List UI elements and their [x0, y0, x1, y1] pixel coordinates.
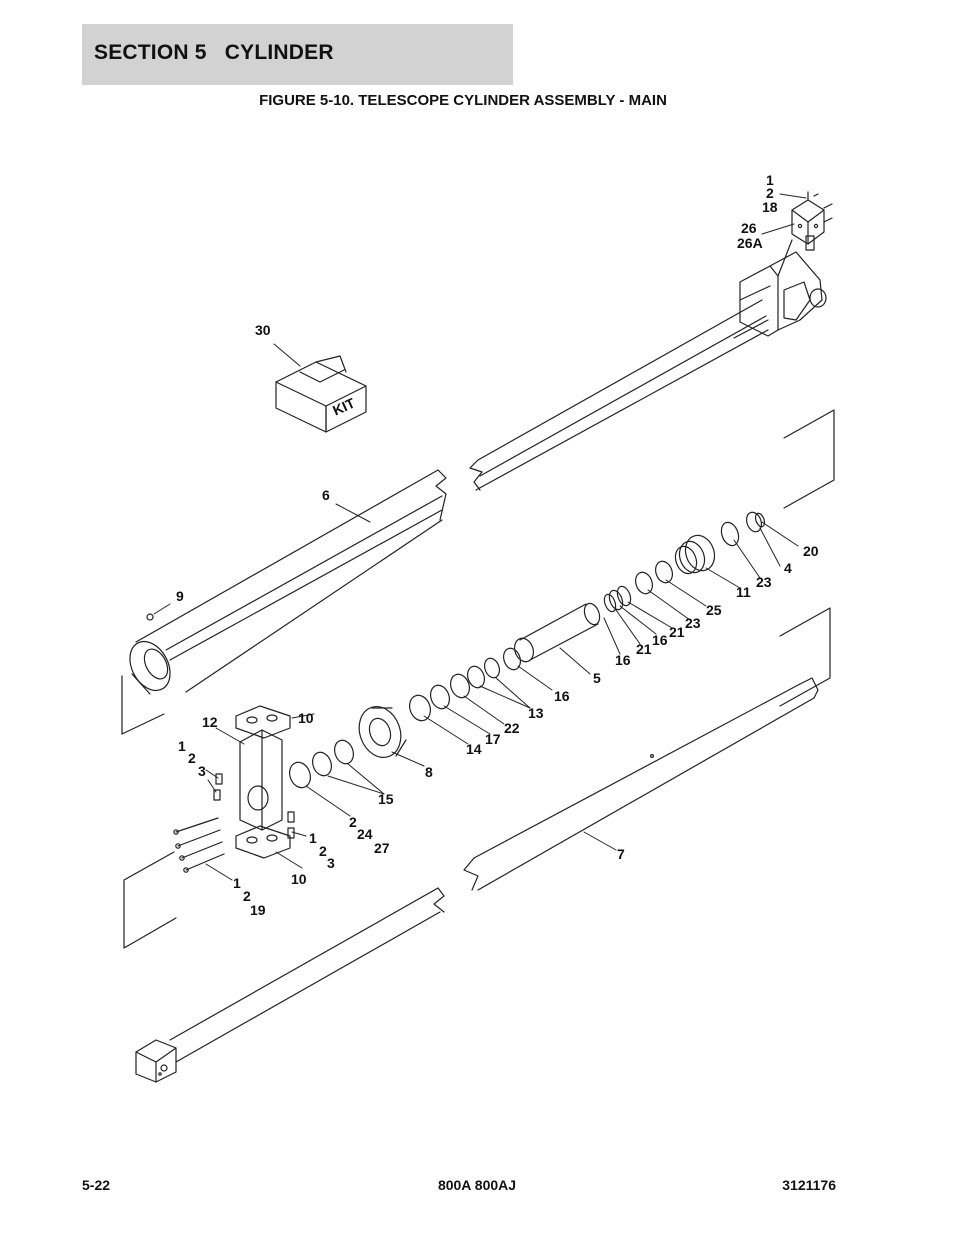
- seal-rings: [289, 511, 766, 789]
- callout-21: 21: [636, 641, 652, 657]
- callout-2: 2: [243, 888, 251, 904]
- callout-17: 17: [485, 731, 501, 747]
- figure-title: FIGURE 5-10. TELESCOPE CYLINDER ASSEMBLY…: [259, 92, 667, 109]
- footer-page-number: 5-22: [82, 1177, 111, 1193]
- barrel-upper: [469, 251, 827, 491]
- callout-23: 23: [756, 574, 772, 590]
- callout-3: 3: [327, 855, 335, 871]
- callout-2: 2: [349, 814, 357, 830]
- section-title: SECTION 5 CYLINDER: [94, 41, 334, 64]
- footer-model: 800A 800AJ: [437, 1177, 517, 1193]
- rod: [463, 677, 819, 891]
- callout-2: 2: [319, 843, 327, 859]
- callout-22: 22: [504, 720, 520, 736]
- callout-23: 23: [685, 615, 701, 631]
- kit-box-label: KIT: [330, 394, 358, 418]
- callout-4: 4: [784, 560, 792, 576]
- callout-27: 27: [374, 840, 390, 856]
- callout-1: 1: [766, 172, 774, 188]
- callout-1: 1: [309, 830, 317, 846]
- callout-1: 1: [233, 875, 241, 891]
- callout-6: 6: [322, 487, 330, 503]
- callout-26a: 26A: [737, 235, 763, 251]
- callout-26: 26: [741, 220, 757, 236]
- callout-13: 13: [528, 705, 544, 721]
- callout-12: 12: [202, 714, 218, 730]
- section-banner: SECTION 5 CYLINDER: [82, 24, 513, 85]
- kit-box: [275, 355, 367, 433]
- callout-15: 15: [378, 791, 394, 807]
- leader-lines: [153, 193, 807, 881]
- callout-11: 11: [736, 584, 751, 600]
- callout-14: 14: [466, 741, 482, 757]
- break-line-left: [123, 851, 177, 949]
- callout-3: 3: [198, 763, 206, 779]
- callout-20: 20: [803, 543, 819, 559]
- callout-19: 19: [250, 902, 266, 918]
- callout-18: 18: [762, 199, 778, 215]
- barrel-lower: [121, 469, 447, 735]
- callout-2: 2: [766, 185, 774, 201]
- callout-25: 25: [706, 602, 722, 618]
- callout-8: 8: [425, 764, 433, 780]
- callout-24: 24: [357, 826, 373, 842]
- callout-30: 30: [255, 322, 271, 338]
- break-line-right: [783, 409, 835, 509]
- bolts: [173, 817, 225, 873]
- callout-16: 16: [615, 652, 631, 668]
- callout-21: 21: [669, 624, 685, 640]
- callout-10: 10: [291, 871, 307, 887]
- callout-labels: 1 2 18 26 26A 30 KIT 6 9 20 4 23 11 25 2…: [176, 172, 819, 918]
- footer-part-number: 3121176: [782, 1177, 836, 1193]
- callout-16: 16: [652, 632, 668, 648]
- port-block: [777, 191, 833, 277]
- callout-10: 10: [298, 710, 314, 726]
- callout-1: 1: [178, 738, 186, 754]
- callout-2: 2: [188, 750, 196, 766]
- callout-7: 7: [617, 846, 625, 862]
- break-line-right-lower: [779, 607, 831, 707]
- rod-lower: [135, 887, 445, 1083]
- mount-plate: [213, 705, 295, 859]
- callout-16: 16: [554, 688, 570, 704]
- callout-5: 5: [593, 670, 601, 686]
- callout-9: 9: [176, 588, 184, 604]
